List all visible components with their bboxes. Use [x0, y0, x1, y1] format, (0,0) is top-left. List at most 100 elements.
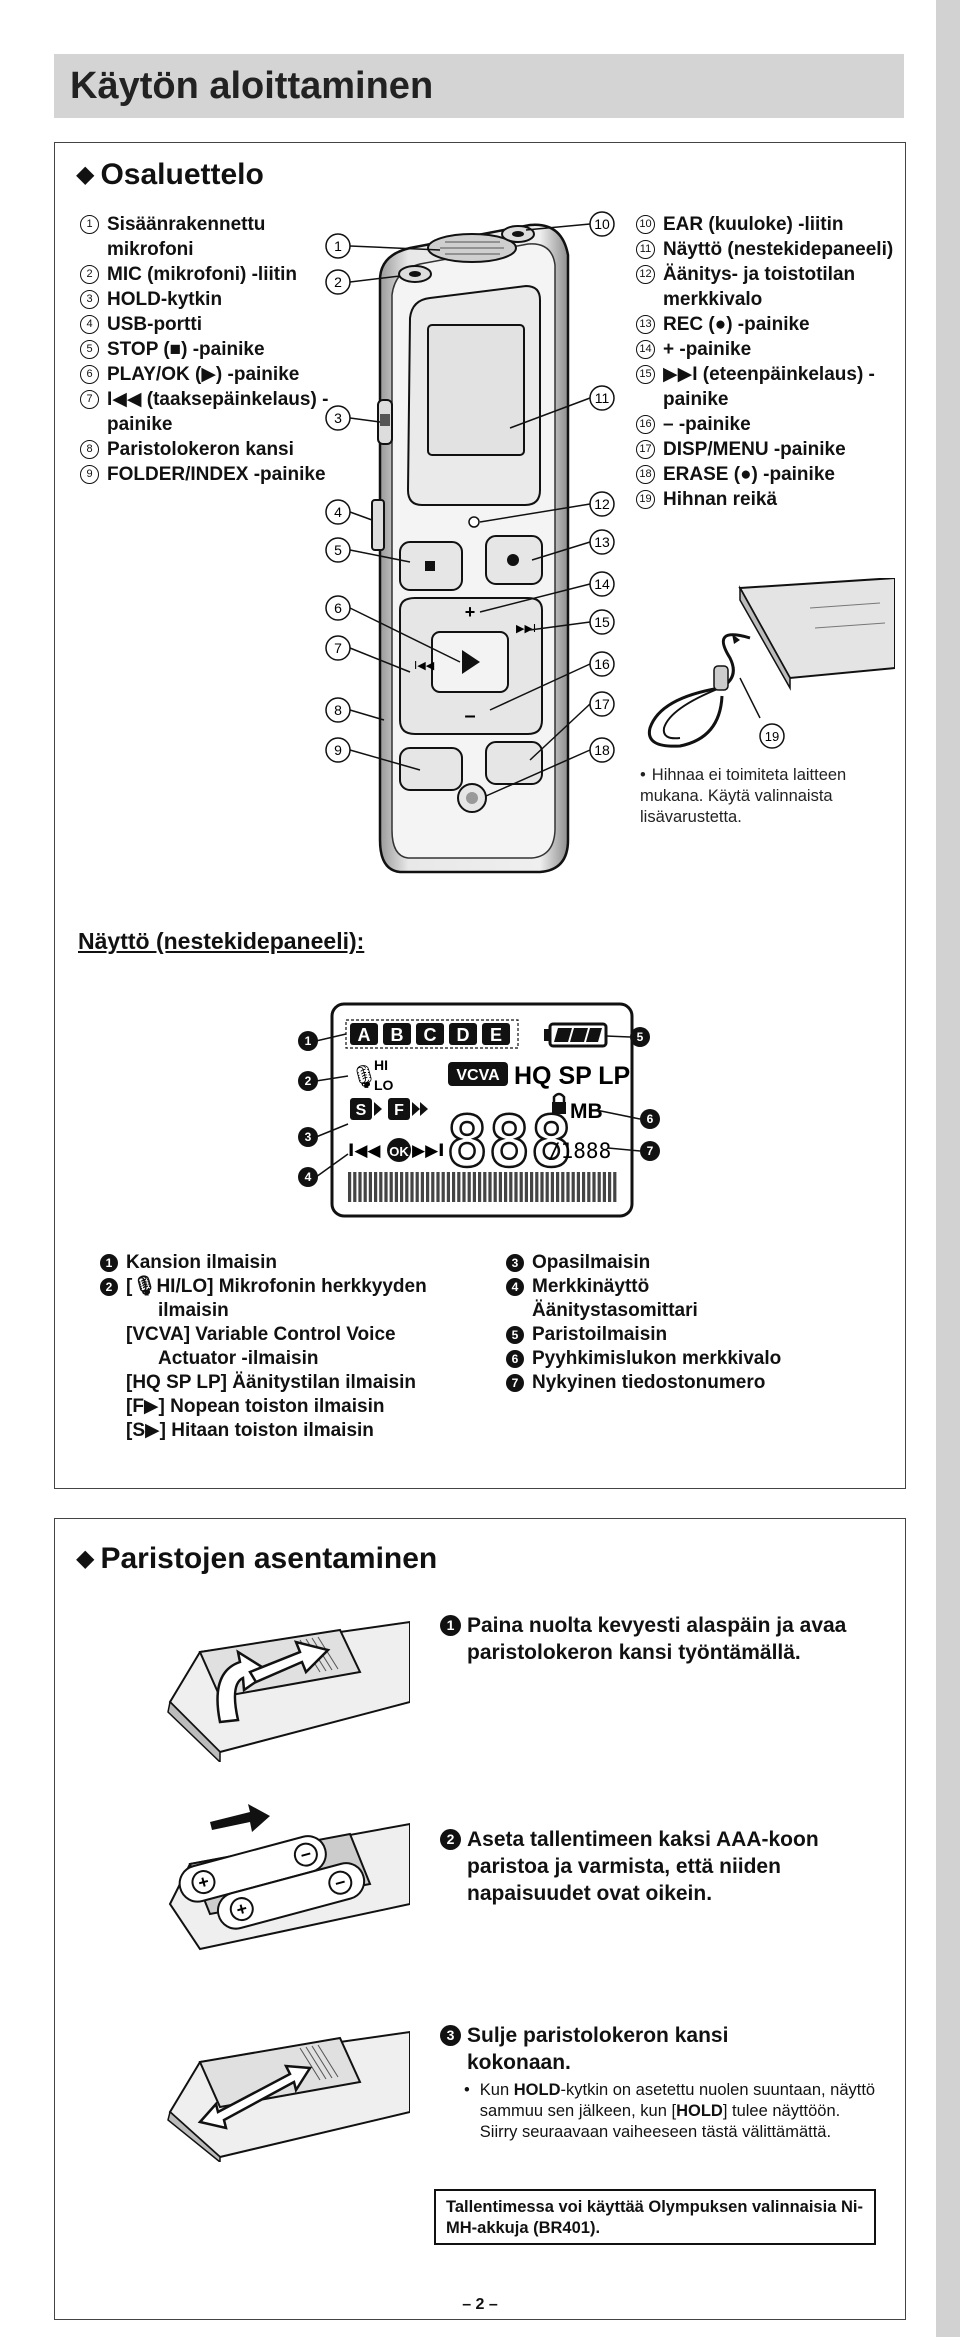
legend-item: 5 Paristoilmaisin [506, 1323, 866, 1347]
level-meter-segment [499, 1172, 502, 1202]
lcd-sens-hi: HI [374, 1057, 388, 1073]
level-meter-segment [587, 1172, 590, 1202]
legend-number-badge: 5 [506, 1326, 524, 1344]
level-meter-segment [535, 1172, 538, 1202]
lcd-speed-s: S [356, 1102, 367, 1119]
parts-list-item: 8Paristolokeron kansi [80, 437, 330, 462]
level-meter-segment [592, 1172, 595, 1202]
item-label: I◀◀ (taaksepäinkelaus) -painike [107, 387, 330, 437]
lcd-file-num: /1888 [548, 1139, 611, 1163]
level-meter-segment [457, 1172, 460, 1202]
parts-list-item: 7 I◀◀ (taaksepäinkelaus) -painike [80, 387, 330, 437]
device-callout-label: 4 [334, 504, 342, 520]
lcd-legend-left: 1Kansion ilmaisin2[🎙HI/LO] Mikrofonin he… [100, 1251, 480, 1443]
parts-list-item: 19Hihnan reikä [636, 487, 898, 512]
level-meter-segment [442, 1172, 445, 1202]
level-meter-segment [379, 1172, 382, 1202]
lcd-callout-label: 1 [305, 1034, 312, 1048]
battery-step-3: 3Sulje paristolokeron kansi kokonaan. • … [440, 2022, 880, 2143]
parts-list-item: 5STOP (■) -painike [80, 337, 330, 362]
legend-text: Opasilmaisin [532, 1251, 650, 1275]
level-meter-segment [405, 1172, 408, 1202]
lcd-speed-f: F [394, 1102, 404, 1119]
item-number: 6 [80, 365, 99, 384]
callout-19-label: 19 [765, 729, 779, 744]
level-meter-segment [421, 1172, 424, 1202]
item-label: + -painike [663, 337, 898, 362]
level-meter-segment [436, 1172, 439, 1202]
item-number: 7 [80, 390, 99, 409]
item-label: Hihnan reikä [663, 487, 898, 512]
item-label: STOP (■) -painike [107, 337, 330, 362]
level-meter-segment [447, 1172, 450, 1202]
lcd-callout-label: 7 [647, 1144, 654, 1158]
item-label: FOLDER/INDEX -painike [107, 462, 330, 487]
item-label: Sisäänrakennettu mikrofoni [107, 212, 330, 262]
item-label: Äänitys- ja toistotilan merkkivalo [663, 262, 898, 312]
folder-letter: A [358, 1025, 371, 1045]
legend-text: [🎙HI/LO] Mikrofonin herkkyyden [126, 1275, 427, 1299]
legend-text: [S▶] Hitaan toiston ilmaisin [126, 1419, 374, 1443]
diamond-icon: ◆ [76, 1545, 94, 1572]
legend-number-badge: 3 [506, 1254, 524, 1272]
device-callout-label: 18 [594, 742, 610, 758]
recorder-illustration: + – I◀◀ ▶▶I [300, 200, 640, 900]
lcd-modes: HQ SP LP [514, 1062, 630, 1090]
parts-list-item: 1Sisäänrakennettu mikrofoni [80, 212, 330, 262]
level-meter-segment [483, 1172, 486, 1202]
level-meter-segment [509, 1172, 512, 1202]
legend-number-badge: 1 [100, 1254, 118, 1272]
svg-text:▶▶I: ▶▶I [516, 622, 536, 635]
device-callout-label: 12 [594, 496, 610, 512]
legend-number-badge: 6 [506, 1350, 524, 1368]
parts-list-item: 15▶▶I (eteenpäinkelaus) -painike [636, 362, 898, 412]
device-callout-label: 1 [334, 238, 342, 254]
lcd-callout-label: 2 [305, 1074, 312, 1088]
level-meter-segment [603, 1172, 606, 1202]
level-meter-segment [390, 1172, 393, 1202]
parts-list-item: 11Näyttö (nestekidepaneeli) [636, 237, 898, 262]
level-meter-segment [577, 1172, 580, 1202]
device-callout-label: 9 [334, 742, 342, 758]
level-meter-segment [395, 1172, 398, 1202]
step-1-text: Paina nuolta kevyesti alaspäin ja avaa p… [467, 1612, 880, 1666]
legend-item: ilmaisin [100, 1299, 480, 1323]
step-3-note-text: Kun HOLD-kytkin on asetettu nuolen suunt… [480, 2080, 880, 2143]
legend-number-badge: 4 [506, 1278, 524, 1296]
parts-list-item: 14+ -painike [636, 337, 898, 362]
parts-list-item: 6PLAY/OK (▶) -painike [80, 362, 330, 387]
battery-step1-illustration [160, 1612, 410, 1762]
device-callout-label: 10 [594, 216, 610, 232]
step-number-badge: 3 [440, 2025, 461, 2046]
level-meter-segment [556, 1172, 559, 1202]
legend-text: Paristoilmaisin [532, 1323, 667, 1347]
parts-list-item: 13REC (●) -painike [636, 312, 898, 337]
level-meter-segment [358, 1172, 361, 1202]
item-number: 3 [80, 290, 99, 309]
lcd-ok: OK [389, 1144, 409, 1159]
level-meter-segment [478, 1172, 481, 1202]
item-label: MIC (mikrofoni) -liitin [107, 262, 330, 287]
lcd-vcva: VCVA [456, 1067, 500, 1084]
folder-letter: C [424, 1025, 437, 1045]
level-meter-segment [488, 1172, 491, 1202]
item-number: 2 [80, 265, 99, 284]
item-label: HOLD-kytkin [107, 287, 330, 312]
item-number: 4 [80, 315, 99, 334]
lcd-legend-right: 3Opasilmaisin4MerkkinäyttöÄänitystasomit… [506, 1251, 866, 1395]
item-label: ERASE (●) -painike [663, 462, 898, 487]
level-meter-segment [416, 1172, 419, 1202]
device-callout-label: 17 [594, 696, 610, 712]
level-meter-segment [561, 1172, 564, 1202]
device-callout-label: 3 [334, 410, 342, 426]
legend-text: Actuator -ilmaisin [158, 1347, 318, 1371]
level-meter-segment [353, 1172, 356, 1202]
step-number-badge: 1 [440, 1615, 461, 1636]
device-callout-label: 8 [334, 702, 342, 718]
legend-item: [HQ SP LP] Äänitystilan ilmaisin [100, 1371, 480, 1395]
step-2-text: Aseta tallentimeen kaksi AAA-koon parist… [467, 1826, 880, 1907]
